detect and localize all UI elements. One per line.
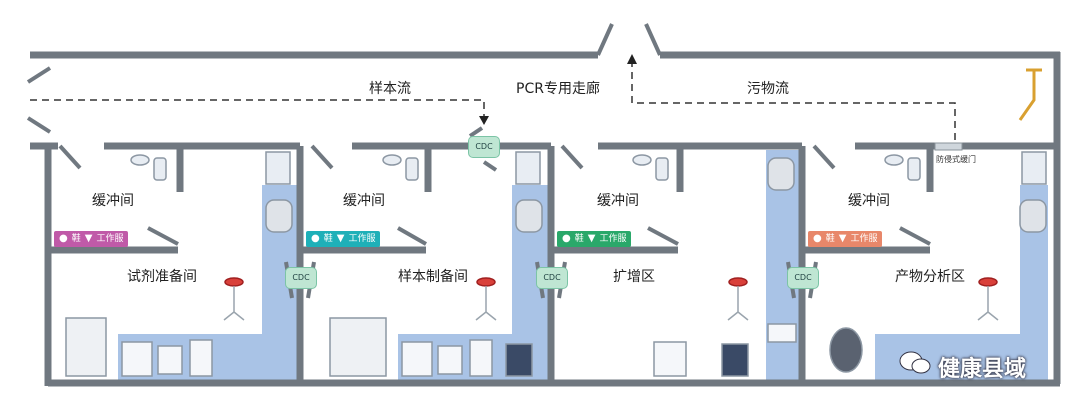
equipment: [65, 68, 1047, 377]
buffer-room-label-2: 缓冲间: [343, 193, 385, 209]
sink-icon: [884, 154, 904, 166]
pass-door-strip: [934, 142, 963, 151]
eyewash-station-icon: [1018, 68, 1042, 121]
tube-rack-icon: [721, 343, 749, 377]
instrument-icon: [157, 345, 183, 375]
pcr-machine-icon: [767, 323, 797, 343]
centrifuge-icon: [1019, 199, 1047, 233]
dispenser-icon: [405, 157, 419, 181]
pass-door-label: 防侵式缓门: [936, 154, 976, 165]
shirt-icon: ▼: [336, 233, 345, 244]
attire-badge-1: ●鞋 ▼工作服: [54, 231, 129, 247]
tube-rack-icon: [505, 343, 533, 377]
instrument-icon: [121, 341, 153, 377]
dispenser-icon: [907, 157, 921, 181]
cabinet-icon: [265, 151, 291, 185]
sample-flow-arrowhead: [479, 116, 489, 125]
shoe-icon: ●: [59, 233, 68, 244]
sink-icon: [130, 154, 150, 166]
cdc-pass-box-1: CDC: [285, 267, 317, 289]
cdc-pass-box-corridor: CDC: [468, 136, 500, 158]
bench-zone-room2: [398, 185, 551, 380]
room-name-product-analysis: 产物分析区: [895, 269, 965, 285]
analyzer-icon: [829, 327, 863, 373]
bench-zones: [118, 150, 1048, 380]
sample-flow-line: [30, 99, 485, 118]
shirt-icon: ▼: [84, 233, 93, 244]
cabinet-icon: [1021, 151, 1047, 185]
room-name-reagent-prep: 试剂准备间: [127, 269, 197, 285]
waste-flow-line: [631, 62, 956, 140]
fume-hood-icon: [329, 317, 387, 377]
flow-arrowheads: [479, 54, 637, 125]
room-name-amplification: 扩增区: [613, 269, 655, 285]
dispenser-icon: [655, 157, 669, 181]
cdc-pass-box-2: CDC: [536, 267, 568, 289]
centrifuge-icon: [265, 199, 293, 233]
instrument-icon: [437, 345, 463, 375]
buffer-room-label-3: 缓冲间: [597, 193, 639, 209]
shirt-icon: ▼: [587, 233, 596, 244]
waste-flow-label: 污物流: [747, 81, 789, 97]
flow-lines: [30, 62, 956, 140]
stool-icon: [224, 277, 998, 287]
shirt-icon: ▼: [838, 233, 847, 244]
walls: [30, 51, 1061, 387]
cabinet-icon: [515, 151, 541, 185]
centrifuge-icon: [515, 199, 543, 233]
room-name-sample-prep: 样本制备间: [398, 269, 468, 285]
pipette-rack-icon: [189, 339, 213, 377]
bench-zone-room3: [766, 150, 802, 380]
buffer-room-label-4: 缓冲间: [848, 193, 890, 209]
cdc-pass-box-3: CDC: [787, 267, 819, 289]
waste-flow-arrowhead: [627, 54, 637, 64]
pipette-rack-icon: [469, 339, 493, 377]
centrifuge-icon: [767, 157, 795, 191]
fume-hood-icon: [65, 317, 107, 377]
attire-badge-2: ●鞋 ▼工作服: [306, 231, 381, 247]
watermark-text: 健康县域: [938, 357, 1027, 382]
attire-badge-3: ●鞋 ▼工作服: [557, 231, 632, 247]
shoe-icon: ●: [813, 233, 822, 244]
instrument-icon: [401, 341, 433, 377]
stool-legs: [223, 286, 999, 321]
attire-badge-4: ●鞋 ▼工作服: [808, 231, 883, 247]
sample-flow-label: 样本流: [369, 81, 411, 97]
shoe-icon: ●: [562, 233, 571, 244]
corridor-title: PCR专用走廊: [516, 81, 600, 97]
wechat-icon: [899, 351, 931, 374]
buffer-room-label-1: 缓冲间: [92, 193, 134, 209]
dispenser-icon: [153, 157, 167, 181]
sink-icon: [382, 154, 402, 166]
instrument-icon: [653, 341, 687, 377]
sink-icon: [632, 154, 652, 166]
shoe-icon: ●: [311, 233, 320, 244]
